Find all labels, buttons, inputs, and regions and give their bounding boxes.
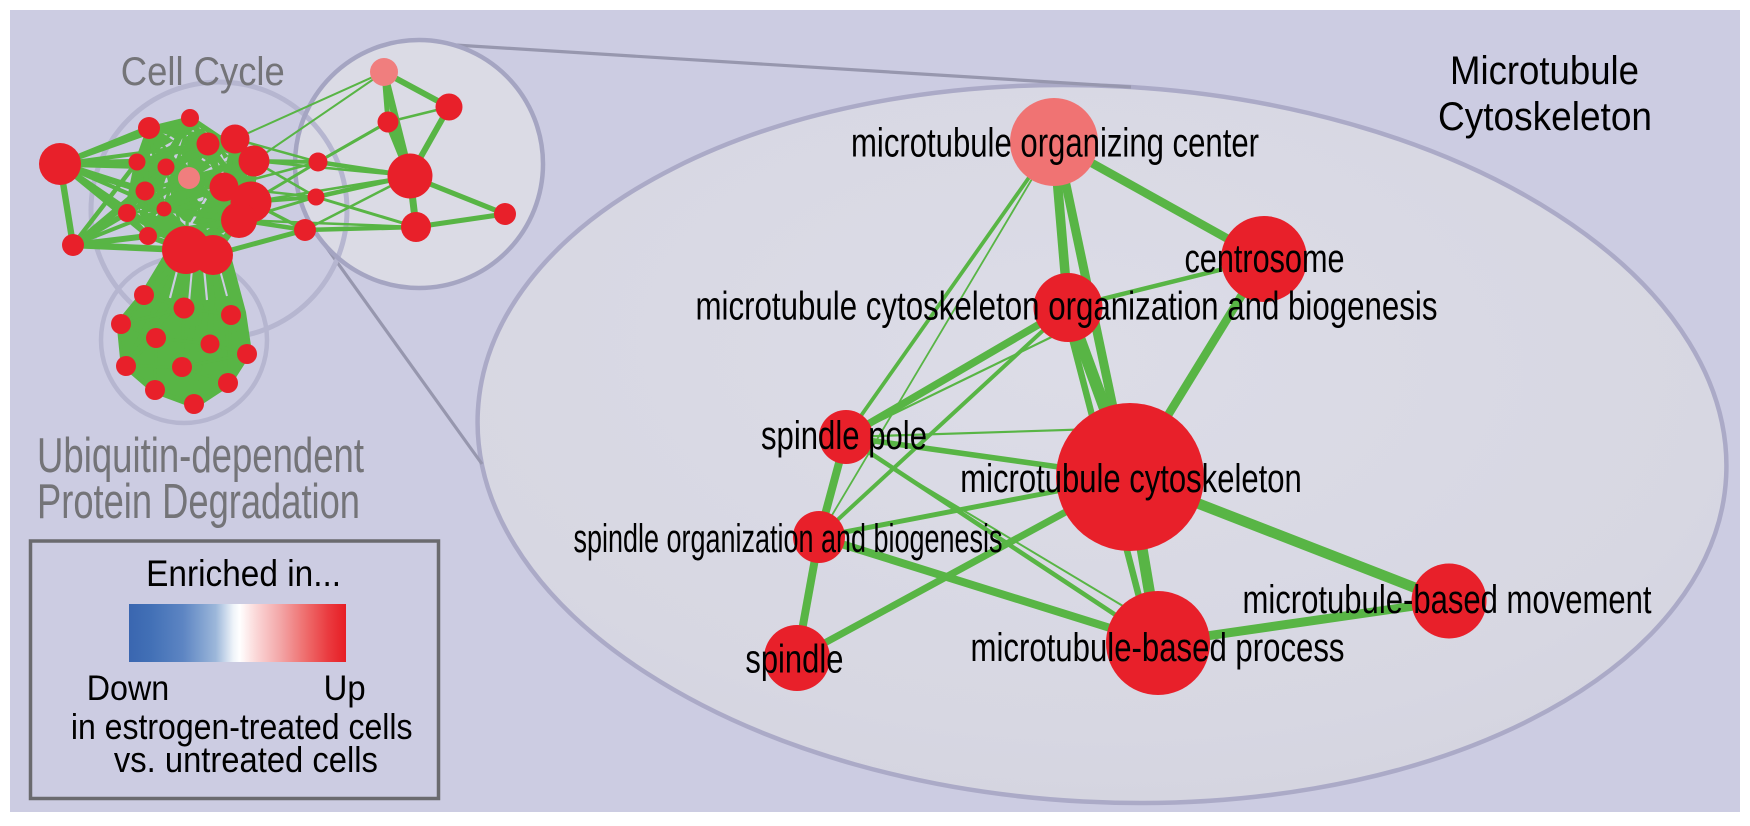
svg-text:Ubiquitin-dependent: Ubiquitin-dependent (37, 429, 364, 483)
svg-text:spindle pole: spindle pole (761, 414, 927, 458)
svg-text:spindle: spindle (745, 637, 843, 681)
svg-text:Cytoskeleton: Cytoskeleton (1438, 95, 1652, 139)
svg-text:microtubule organizing center: microtubule organizing center (851, 120, 1259, 166)
svg-text:in estrogen-treated cells: in estrogen-treated cells (71, 706, 413, 747)
svg-text:microtubule cytoskeleton: microtubule cytoskeleton (960, 457, 1302, 501)
svg-text:microtubule cytoskeleton organ: microtubule cytoskeleton organization an… (696, 285, 1438, 329)
svg-text:spindle organization and bioge: spindle organization and biogenesis (574, 517, 1003, 561)
svg-text:microtubule-based process: microtubule-based process (971, 626, 1345, 670)
svg-text:Up: Up (324, 669, 366, 708)
svg-text:Down: Down (87, 669, 170, 708)
svg-text:vs. untreated cells: vs. untreated cells (114, 739, 378, 780)
svg-text:centrosome: centrosome (1185, 237, 1345, 281)
svg-text:Enriched in...: Enriched in... (146, 553, 341, 594)
svg-text:Cell Cycle: Cell Cycle (121, 50, 285, 94)
svg-text:Microtubule: Microtubule (1450, 49, 1639, 93)
svg-text:Protein Degradation: Protein Degradation (37, 475, 360, 529)
svg-text:microtubule-based movement: microtubule-based movement (1243, 578, 1652, 622)
